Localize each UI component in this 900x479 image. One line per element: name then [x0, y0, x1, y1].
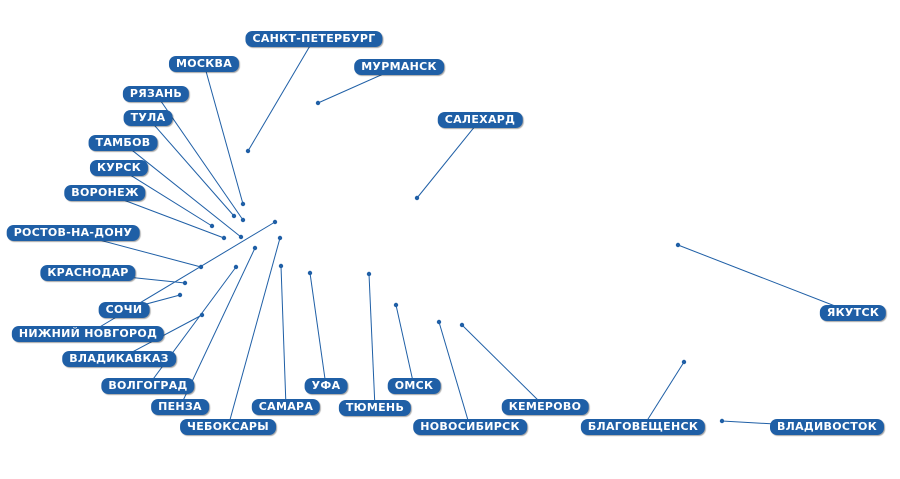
city-dot-murmansk [315, 100, 321, 106]
leader-line-tambov [122, 142, 242, 238]
city-label-kemerovo[interactable]: КЕМЕРОВО [501, 399, 589, 415]
leader-line-moscow [203, 63, 244, 205]
city-label-rostov[interactable]: РОСТОВ-НА-ДОНУ [6, 225, 140, 241]
city-dot-cheboksary [277, 235, 283, 241]
city-label-omsk[interactable]: ОМСК [387, 378, 441, 394]
city-label-blagoveshchensk[interactable]: БЛАГОВЕЩЕНСК [580, 419, 706, 435]
city-label-salekhard[interactable]: САЛЕХАРД [437, 112, 523, 128]
city-dot-volgograd [233, 264, 239, 270]
city-label-vladivostok[interactable]: ВЛАДИВОСТОК [770, 419, 884, 435]
city-label-volgograd[interactable]: ВОЛГОГРАД [101, 378, 195, 394]
city-label-vladikavkaz[interactable]: ВЛАДИКАВКАЗ [62, 351, 176, 367]
city-label-samara[interactable]: САМАРА [251, 399, 321, 415]
leader-line-tyumen [368, 273, 376, 409]
city-label-tyumen[interactable]: ТЮМЕНЬ [338, 400, 412, 416]
city-label-penza[interactable]: ПЕНЗА [151, 399, 209, 415]
city-dot-tula [231, 213, 237, 219]
city-label-novosibirsk[interactable]: НОВОСИБИРСК [413, 419, 527, 435]
city-dot-nizhny-novgorod [272, 219, 278, 225]
leader-line-ufa [309, 272, 327, 387]
leader-line-tula [147, 117, 235, 217]
city-dot-yakutsk [675, 242, 681, 248]
city-label-sochi[interactable]: СОЧИ [98, 302, 150, 318]
city-label-kursk[interactable]: КУРСК [89, 160, 149, 176]
city-label-st-petersburg[interactable]: САНКТ-ПЕТЕРБУРГ [245, 31, 383, 47]
leader-line-samara [280, 265, 287, 408]
city-dot-ufa [307, 270, 313, 276]
city-dot-moscow [240, 201, 246, 207]
city-label-yakutsk[interactable]: ЯКУТСК [819, 305, 887, 321]
city-label-cheboksary[interactable]: ЧЕБОКСАРЫ [180, 419, 276, 435]
city-dot-ryazan [240, 217, 246, 223]
leader-line-yakutsk [677, 244, 854, 314]
leader-line-salekhard [416, 119, 481, 199]
city-label-voronezh[interactable]: ВОРОНЕЖ [64, 185, 146, 201]
city-label-moscow[interactable]: МОСКВА [168, 56, 240, 72]
city-label-murmansk[interactable]: МУРМАНСК [354, 59, 444, 75]
city-label-krasnodar[interactable]: КРАСНОДАР [40, 265, 136, 281]
city-dot-vladivostok [719, 418, 725, 424]
leader-line-blagoveshchensk [642, 361, 685, 428]
city-dot-voronezh [221, 235, 227, 241]
leader-line-kursk [118, 167, 213, 227]
city-label-tambov[interactable]: ТАМБОВ [88, 135, 158, 151]
leader-line-novosibirsk [438, 321, 471, 428]
city-label-ryazan[interactable]: РЯЗАНЬ [122, 86, 190, 102]
city-dot-kursk [209, 223, 215, 229]
leader-line-volgograd [147, 266, 237, 387]
leader-line-kemerovo [461, 324, 546, 408]
leader-line-omsk [395, 304, 415, 387]
city-dot-krasnodar [182, 280, 188, 286]
city-dot-st-petersburg [245, 148, 251, 154]
city-dot-novosibirsk [436, 319, 442, 325]
city-label-nizhny-novgorod[interactable]: НИЖНИЙ НОВГОРОД [11, 326, 165, 342]
city-dot-sochi [177, 292, 183, 298]
city-label-tula[interactable]: ТУЛА [123, 110, 173, 126]
city-dot-kemerovo [459, 322, 465, 328]
city-dot-penza [252, 245, 258, 251]
city-label-ufa[interactable]: УФА [304, 378, 348, 394]
city-dot-tambov [238, 234, 244, 240]
city-dot-tyumen [366, 271, 372, 277]
city-dot-blagoveshchensk [681, 359, 687, 365]
city-dot-salekhard [414, 195, 420, 201]
city-dot-omsk [393, 302, 399, 308]
leader-line-cheboksary [227, 237, 281, 428]
leader-line-st-petersburg [247, 38, 315, 152]
city-dot-samara [278, 263, 284, 269]
